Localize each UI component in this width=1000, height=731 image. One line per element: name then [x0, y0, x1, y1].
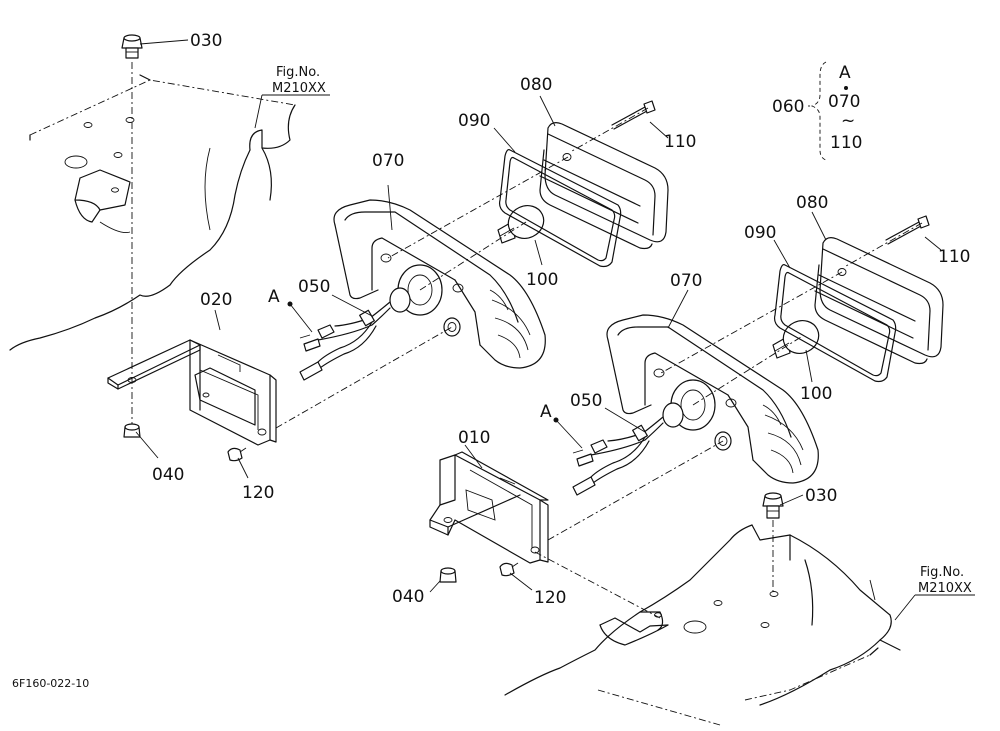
figure-code: 6F160-022-10 — [12, 677, 89, 690]
callout-a-right: A — [540, 402, 552, 422]
callout-110-left: 110 — [664, 132, 696, 152]
right-bolt-030 — [762, 492, 784, 595]
callout-a-left: A — [268, 287, 280, 307]
right-harness-050 — [572, 416, 664, 496]
right-bulb-100 — [772, 320, 820, 359]
legend-060-mid: 070 — [828, 92, 860, 112]
left-fender-panel — [9, 74, 296, 351]
left-bracket-020 — [107, 339, 277, 446]
left-bulb-100 — [497, 205, 545, 244]
callout-070-right: 070 — [670, 271, 702, 291]
callout-070-left: 070 — [372, 151, 404, 171]
right-fender-panel — [504, 524, 901, 726]
callout-120-right: 120 — [534, 588, 566, 608]
callout-040-left: 040 — [152, 465, 184, 485]
right-lens-080 — [814, 237, 944, 365]
callout-100-left: 100 — [526, 270, 558, 290]
legend-060-bottom: 110 — [830, 133, 862, 153]
legend-060-bracket — [808, 61, 848, 161]
left-alignment-lines — [275, 107, 649, 429]
left-screw-110 — [611, 100, 656, 130]
fig-ref-right-line1: Fig.No. — [920, 565, 964, 580]
fig-ref-left-line2: M210XX — [272, 81, 326, 96]
right-alignment-lines — [534, 222, 923, 619]
legend-060-part: 060 — [772, 97, 804, 117]
left-nut-040 — [123, 423, 141, 438]
right-a-marker-dot — [553, 417, 559, 423]
legend-060-top: A — [839, 63, 851, 83]
leader-lines — [135, 39, 975, 621]
callout-020: 020 — [200, 290, 232, 310]
callout-030-left: 030 — [190, 31, 222, 51]
left-bolt-030 — [121, 34, 143, 425]
callout-030-right: 030 — [805, 486, 837, 506]
callout-110-right: 110 — [938, 247, 970, 267]
callout-080-right: 080 — [796, 193, 828, 213]
fig-ref-left-line1: Fig.No. — [276, 65, 320, 80]
callout-040-right: 040 — [392, 587, 424, 607]
fig-ref-right-line2: M210XX — [918, 581, 972, 596]
callout-080-left: 080 — [520, 75, 552, 95]
right-screw-110 — [885, 215, 930, 245]
legend-dot — [844, 86, 848, 90]
left-screw-120 — [227, 447, 247, 462]
right-screw-120 — [499, 562, 519, 577]
callout-050-right: 050 — [570, 391, 602, 411]
left-gasket-090 — [498, 149, 622, 268]
right-gasket-090 — [773, 264, 897, 383]
right-bracket-010 — [429, 451, 549, 564]
callout-050-left: 050 — [298, 277, 330, 297]
callout-120-left: 120 — [242, 483, 274, 503]
callout-010: 010 — [458, 428, 490, 448]
legend-060-tilde: ~ — [841, 111, 855, 131]
left-harness-050 — [299, 301, 391, 381]
right-nut-040 — [439, 567, 457, 583]
left-lens-080 — [539, 122, 669, 250]
left-a-marker-dot — [287, 301, 293, 307]
callout-090-left: 090 — [458, 111, 490, 131]
callout-090-right: 090 — [744, 223, 776, 243]
callout-100-right: 100 — [800, 384, 832, 404]
